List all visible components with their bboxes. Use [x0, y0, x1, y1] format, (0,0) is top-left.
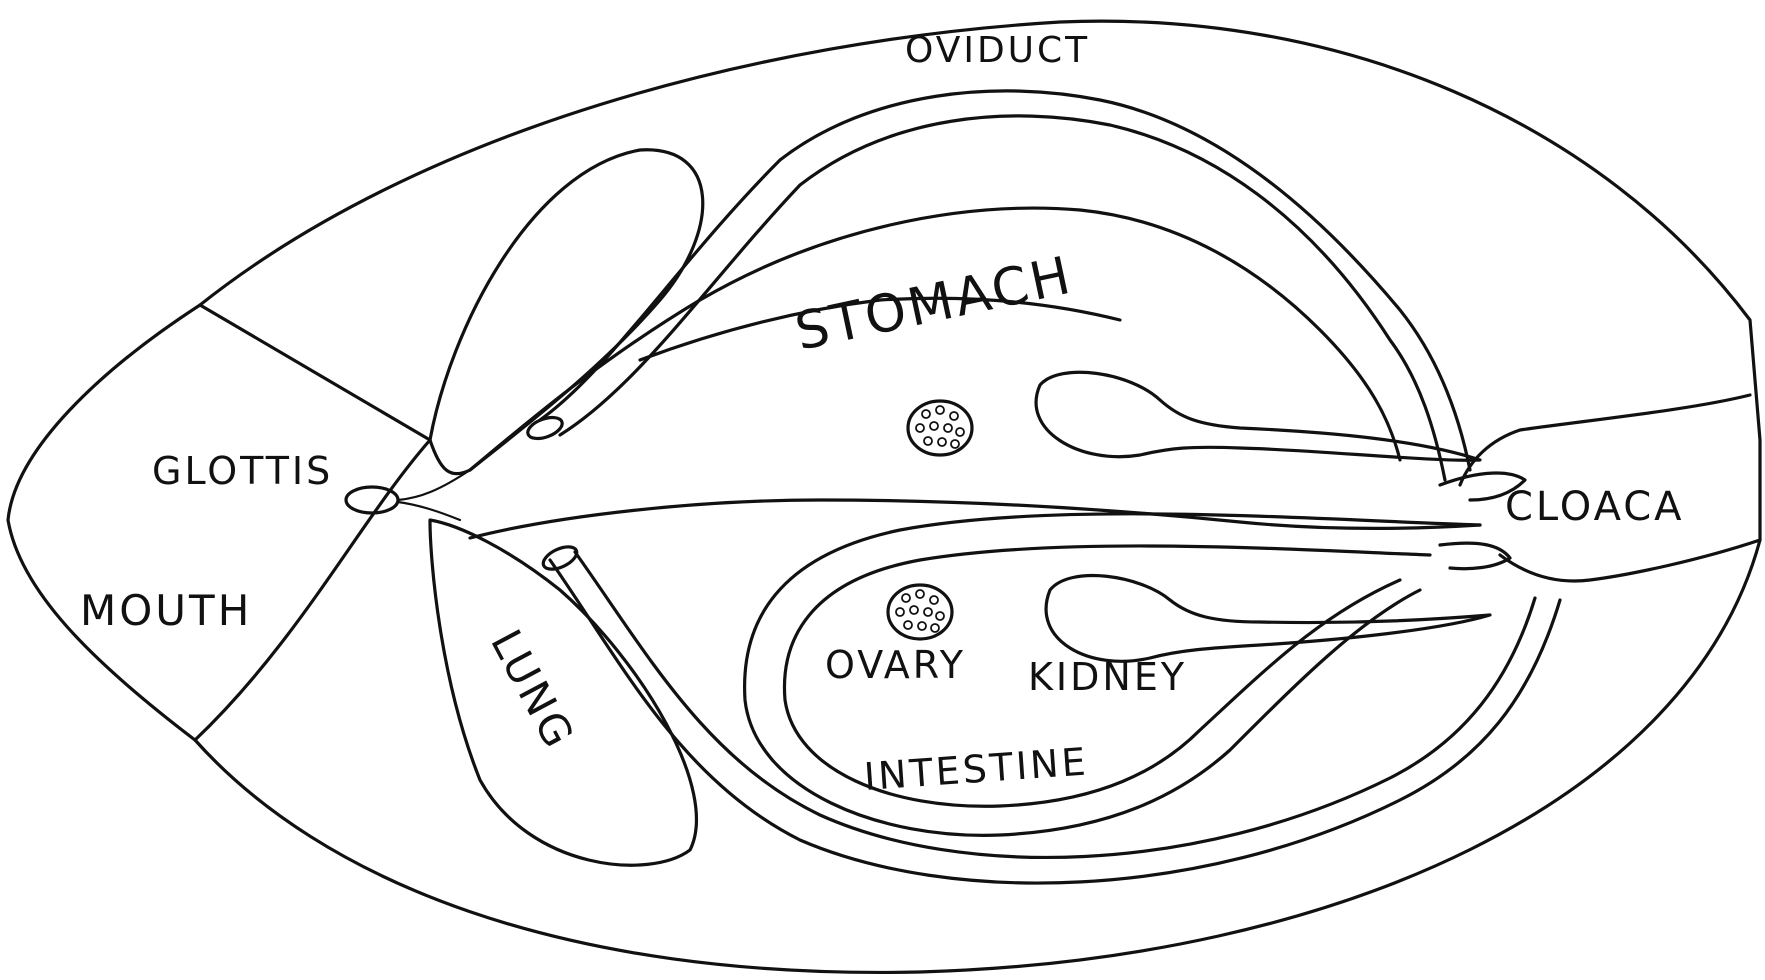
oviduct-lower-tube	[548, 558, 1562, 885]
oviduct-upper-opening	[526, 415, 564, 441]
mouth-outline	[193, 303, 432, 742]
cloaca-channel-lower	[1438, 541, 1512, 571]
body-outline	[6, 19, 1762, 975]
glottis-shape	[344, 485, 400, 515]
lower-lung	[428, 518, 699, 867]
upper-lung	[428, 148, 705, 476]
label-intestine: INTESTINE	[863, 739, 1090, 799]
stomach-lower-edge	[468, 498, 1482, 540]
cloaca-upper-wall	[1458, 393, 1752, 487]
oviduct-lower-opening	[541, 545, 579, 571]
trachea	[396, 468, 472, 522]
stomach-outline	[468, 206, 1402, 472]
upper-ovary	[906, 399, 974, 457]
upper-kidney	[1034, 370, 1482, 462]
oviduct-lower-tube-inner	[573, 550, 1537, 860]
cloaca-channel-upper	[1438, 471, 1527, 502]
label-glottis: GLOTTIS	[152, 449, 333, 493]
intestine-loop-inner	[782, 544, 1432, 808]
lower-ovary	[886, 583, 954, 641]
intestine-loop-outer	[742, 512, 1482, 837]
label-ovary: OVARY	[825, 643, 966, 687]
label-kidney: KIDNEY	[1028, 655, 1187, 699]
oviduct-upper-tube	[538, 89, 1472, 472]
upper-ovary-eggs	[915, 405, 965, 449]
label-stomach: STOMACH	[790, 245, 1078, 362]
stomach-inner-curve	[638, 296, 1122, 362]
label-oviduct: OVIDUCT	[905, 30, 1090, 71]
label-lung: LUNG	[481, 622, 584, 758]
lower-kidney	[1044, 573, 1492, 663]
cloaca-lower-wall	[1498, 538, 1762, 583]
oviduct-upper-tube-inner	[558, 114, 1447, 482]
label-mouth: MOUTH	[80, 586, 252, 635]
label-cloaca: CLOACA	[1505, 484, 1685, 530]
lower-ovary-eggs	[895, 589, 945, 633]
